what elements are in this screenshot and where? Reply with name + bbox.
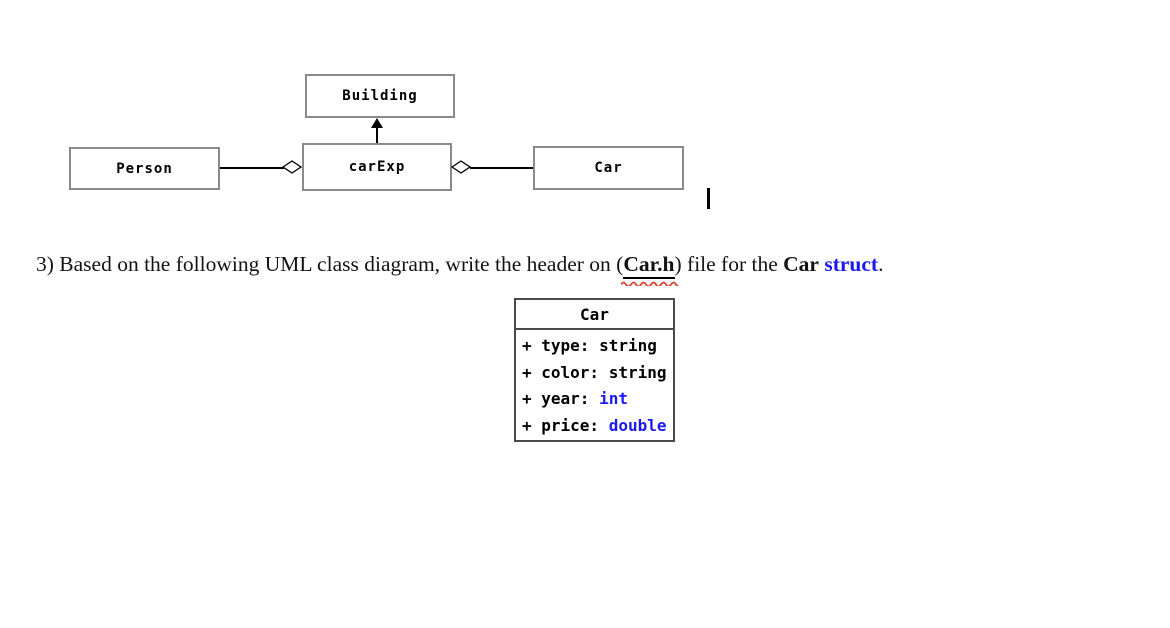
question-period: . <box>878 252 884 276</box>
question-prefix: 3) Based on the following UML class diag… <box>36 252 624 276</box>
association-line-person-carexp <box>220 167 284 169</box>
association-line-carexp-car <box>470 167 533 169</box>
struct-word: struct <box>824 252 879 276</box>
class-box-carexp: carExp <box>302 143 452 191</box>
car-class-title: Car <box>516 300 673 330</box>
class-box-person: Person <box>69 147 220 190</box>
spellcheck-squiggle-icon <box>621 281 680 286</box>
car-word: Car <box>783 252 819 276</box>
association-line-carexp-building <box>376 126 378 143</box>
filename-text: Car.h <box>623 252 675 276</box>
attribute-price: + price: double <box>522 413 673 440</box>
attribute-datatype: int <box>599 389 628 408</box>
attribute-label: + price: <box>522 415 609 435</box>
attribute-year: + year: int <box>522 386 673 413</box>
attribute-label: + type: <box>522 336 600 355</box>
class-label-car: Car <box>594 160 623 176</box>
text-cursor <box>707 188 710 209</box>
filename-car-h: Car.h <box>621 252 680 286</box>
attribute-label: + color: <box>522 362 609 382</box>
question-text: 3) Based on the following UML class diag… <box>36 252 884 286</box>
attribute-datatype: string <box>599 336 657 355</box>
aggregation-diamond-icon <box>282 160 302 174</box>
class-label-carexp: carExp <box>348 159 406 175</box>
attribute-label: + year: <box>522 389 600 408</box>
attribute-datatype: string <box>608 362 667 382</box>
question-middle: ) file for the <box>674 252 778 276</box>
attribute-type: + type: string <box>522 333 673 360</box>
car-class-attributes: + type: string + color: string + year: i… <box>516 330 673 439</box>
class-label-building: Building <box>342 88 418 104</box>
attribute-color: + color: string <box>522 360 673 387</box>
aggregation-diamond-icon <box>451 160 471 174</box>
class-box-building: Building <box>305 74 455 118</box>
attribute-datatype: double <box>608 415 667 435</box>
class-label-person: Person <box>116 160 173 177</box>
car-class-diagram: Car + type: string + color: string + yea… <box>514 298 675 442</box>
arrowhead-icon <box>370 118 383 128</box>
class-box-car: Car <box>533 146 684 190</box>
